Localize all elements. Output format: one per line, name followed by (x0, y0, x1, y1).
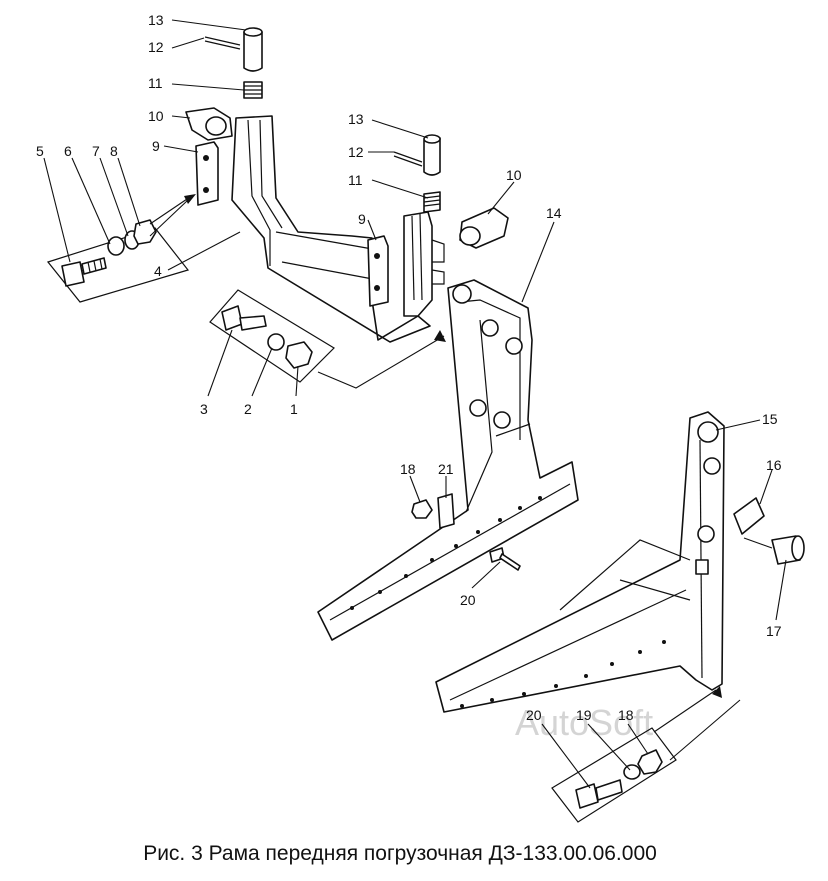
pin-assembly-upper-left (204, 27, 263, 99)
watermark: AutoSoft (515, 702, 653, 743)
bolt-kit-left (46, 194, 196, 303)
callout-4: 4 (154, 263, 162, 279)
small-hardware-middle (411, 493, 521, 571)
callout-10b: 10 (506, 167, 522, 183)
figure-caption: Рис. 3 Рама передняя погрузочная ДЗ-133.… (143, 842, 657, 865)
callout-20: 20 (460, 592, 476, 608)
callout-1: 1 (290, 401, 298, 417)
pin-assembly-upper-right (393, 134, 441, 213)
frame-cradle (231, 115, 445, 343)
callout-9b: 9 (358, 211, 366, 227)
callout-13: 13 (148, 12, 164, 28)
plate-16 (733, 497, 765, 535)
leader-lines (43, 19, 787, 789)
callout-9: 9 (152, 138, 160, 154)
callout-14: 14 (546, 205, 562, 221)
callout-18b: 18 (618, 707, 634, 723)
pad-upper-left (195, 141, 219, 206)
callout-numbers: 13 12 11 10 9 5 6 7 8 4 13 12 11 10 9 14… (36, 12, 782, 723)
callout-10: 10 (148, 108, 164, 124)
callout-8: 8 (110, 143, 118, 159)
callout-17: 17 (766, 623, 782, 639)
callout-12: 12 (148, 39, 164, 55)
bracket-upper-left (185, 107, 233, 141)
frame-part-14 (317, 279, 579, 641)
callout-6: 6 (64, 143, 72, 159)
callout-11: 11 (148, 75, 163, 91)
callout-13b: 13 (348, 111, 364, 127)
frame-part-15 (435, 411, 725, 713)
callout-12b: 12 (348, 144, 364, 160)
callout-20b: 20 (526, 707, 542, 723)
callout-16: 16 (766, 457, 782, 473)
callout-7: 7 (92, 143, 100, 159)
callout-2: 2 (244, 401, 252, 417)
callout-18: 18 (400, 461, 416, 477)
callout-19: 19 (576, 707, 592, 723)
callout-15: 15 (762, 411, 778, 427)
bracket-upper-right (459, 207, 509, 249)
pin-17 (743, 535, 805, 565)
callout-5: 5 (36, 143, 44, 159)
bolt-kit-middle (209, 289, 446, 389)
callout-21: 21 (438, 461, 454, 477)
callout-11b: 11 (348, 172, 363, 188)
callout-3: 3 (200, 401, 208, 417)
pad-middle (367, 235, 389, 307)
